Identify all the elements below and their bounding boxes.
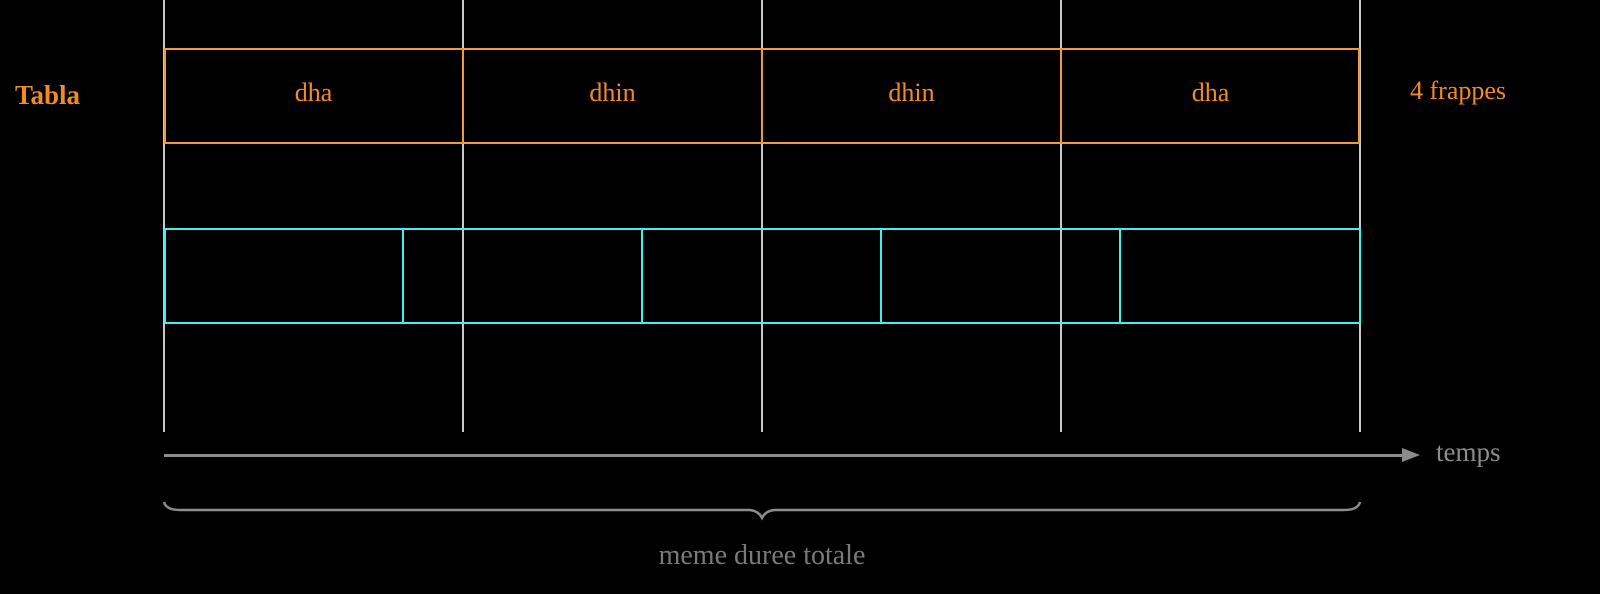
beat-gridline (761, 0, 763, 432)
beat-gridline (1060, 0, 1062, 432)
total-duration-label: meme duree totale (658, 540, 866, 571)
tabla-row-label: Tabla (15, 80, 81, 110)
beat-gridline (462, 0, 464, 432)
tabla-stroke-label: dhin (589, 78, 636, 107)
brace-icon (162, 501, 1362, 521)
time-axis (164, 454, 1404, 457)
tabla-stroke-label: dha (1191, 78, 1230, 107)
tabla-stroke-label: dhin (888, 78, 935, 107)
second-row-divider (641, 228, 643, 324)
tabla-cell-divider (462, 48, 464, 144)
beat-gridline (1359, 0, 1361, 432)
time-axis-label: temps (1436, 437, 1501, 467)
second-row-divider (880, 228, 882, 324)
beat-gridline (163, 0, 165, 432)
tabla-cell-divider (1060, 48, 1062, 144)
tabla-cell-divider (761, 48, 763, 144)
arrow-head-icon (1402, 448, 1420, 462)
second-row-divider (1119, 228, 1121, 324)
tabla-count-label: 4 frappes (1410, 76, 1507, 105)
second-row-box (164, 228, 1361, 324)
second-row-divider (402, 228, 404, 324)
tabla-stroke-label: dha (294, 78, 333, 107)
